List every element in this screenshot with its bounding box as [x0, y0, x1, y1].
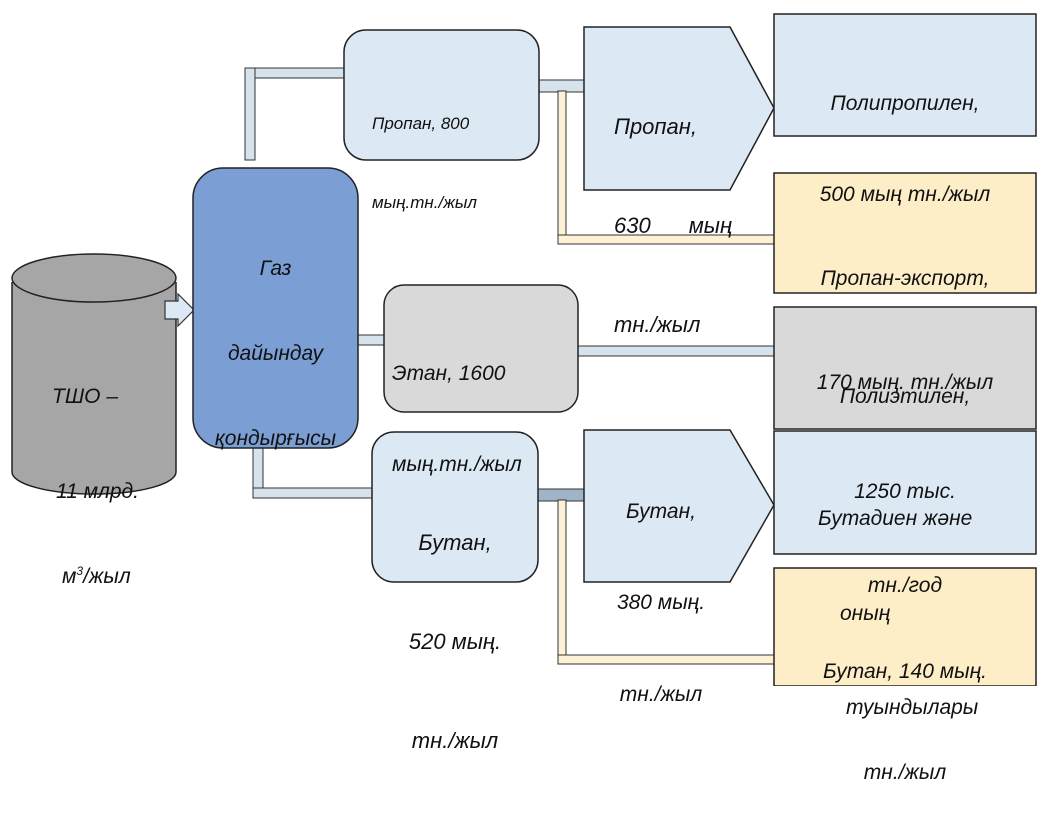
pipe-plant-to-ethane [356, 334, 385, 346]
polyethylene-label: Полиэтилен, 1250 тыс. тн./год [839, 385, 971, 597]
butane-split-pentagon [583, 429, 775, 583]
flow-diagram [11, 13, 1037, 686]
pipe-plant-to-propane-v [244, 67, 256, 161]
pipe-plant-to-propane-h [244, 67, 346, 79]
butane-export-label: Бутан, 140 мың. тн./жыл [823, 660, 987, 784]
butadiene-box [773, 430, 1037, 555]
butane-box [371, 431, 539, 583]
plant-label: Газ дайындау қондырғысы [214, 256, 337, 450]
source-cylinder [11, 253, 177, 495]
polypropylene-label: Полипропилен, 500 мың тн./жыл [819, 91, 991, 207]
butane-split-label: Бутан, 380 мың. тн./жыл [616, 499, 706, 706]
pipe-propane-to-split [537, 79, 586, 93]
pipe-propane-export-v [557, 90, 567, 245]
propane-label: Пропан, 800 мың.тн./жыл [372, 113, 477, 212]
source-line1: ТШО – [52, 384, 119, 408]
source-label: ТШО – 11 млрд. м3/жыл [52, 326, 139, 619]
pipe-butane-to-split [537, 488, 586, 502]
source-line3: м3/жыл [62, 563, 131, 588]
propane-box [343, 29, 540, 161]
input-arrow [164, 292, 195, 328]
pipe-plant-to-butane-h [252, 487, 374, 499]
propane-export-box [773, 172, 1037, 294]
ethane-label: Этан, 1600 мың.тн./жыл [392, 361, 522, 477]
polypropylene-box [773, 13, 1037, 137]
polyethylene-box [773, 306, 1037, 430]
butane-label: Бутан, 520 мың. тн./жыл [408, 530, 502, 753]
butane-export-box [773, 567, 1037, 686]
gas-plant-box [192, 167, 359, 449]
source-line2: 11 млрд. [56, 479, 139, 503]
ethane-box [383, 284, 579, 413]
propane-export-label: Пропан-экспорт, 170 мың. тн./жыл [816, 267, 994, 395]
propane-split-pentagon [583, 26, 775, 191]
pipe-butane-export-v [557, 499, 567, 664]
